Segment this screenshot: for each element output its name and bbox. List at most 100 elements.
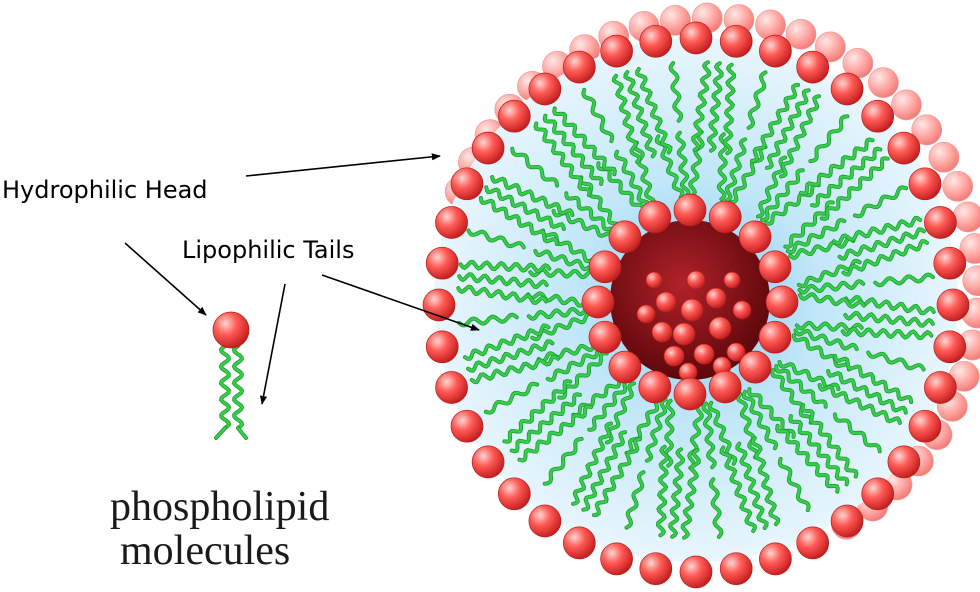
tail-chain (676, 131, 690, 198)
outer-head (528, 72, 562, 106)
tail-chain (799, 138, 874, 195)
back-head (755, 9, 786, 41)
tail-chain (798, 292, 866, 308)
label-hydrophilic-head: Hydrophilic Head (2, 176, 208, 204)
outer-head (425, 330, 459, 364)
outer-head (471, 445, 505, 479)
tail-chain (457, 285, 548, 305)
tail-chain (838, 228, 926, 260)
tail-chain (582, 431, 627, 511)
core-head (723, 271, 741, 289)
tail-chain (775, 364, 827, 408)
tail-chain (625, 396, 662, 455)
tail-chain (614, 150, 650, 210)
tail-chain (458, 273, 548, 289)
tail-chain (842, 240, 929, 276)
tail-chain (511, 147, 559, 187)
tail-chain (691, 61, 711, 152)
tail-chain (543, 114, 603, 186)
tail-chain (232, 344, 244, 430)
outer-head (933, 330, 967, 364)
tail-chain (820, 157, 889, 221)
tail-chain (485, 186, 565, 231)
tail-chain (479, 196, 559, 246)
tail-chain (503, 379, 572, 443)
outer-head (600, 34, 633, 68)
caption-line-2: molecules (120, 528, 290, 574)
tail-chain (810, 147, 882, 207)
tail-chain (457, 313, 518, 327)
tail-chain (765, 89, 810, 169)
tail-chain (645, 398, 667, 462)
tail-chain (541, 229, 600, 266)
tail-chain (730, 145, 767, 204)
back-head (660, 4, 691, 36)
core-head (732, 300, 752, 320)
tail-chain (742, 390, 778, 450)
tail-chain (459, 260, 551, 273)
outer-head (679, 555, 713, 589)
outer-head (497, 99, 531, 133)
inner-head (608, 220, 642, 254)
tail-chain (833, 354, 913, 404)
tail-chain (778, 457, 810, 512)
core-head (651, 321, 673, 343)
outer-head (796, 50, 830, 84)
outer-head (861, 99, 895, 133)
tail-chain (467, 229, 525, 249)
tail-chain (534, 249, 598, 271)
outer-head (679, 21, 713, 55)
tail-chain (736, 392, 759, 459)
outer-head (435, 371, 468, 404)
tail-chain (747, 71, 767, 129)
arrow-to-vesicle-head (245, 153, 441, 177)
inner-head (638, 200, 672, 234)
tail-chain (702, 402, 716, 469)
outer-head (497, 477, 531, 511)
back-head (952, 201, 980, 233)
tail-chain (853, 186, 908, 218)
outer-head (759, 542, 792, 576)
single-phospholipid (212, 311, 250, 440)
outer-head (887, 445, 921, 479)
outer-head (450, 167, 484, 201)
outer-head (796, 526, 830, 560)
tail-chain (669, 448, 685, 538)
outer-head (425, 246, 459, 280)
core-head (645, 271, 663, 289)
outer-head (887, 131, 921, 165)
tail-chain (582, 88, 614, 143)
vesicle (422, 2, 980, 589)
label-lipophilic-tails: Lipophilic Tails (182, 236, 354, 264)
back-head (891, 89, 922, 121)
inner-head (638, 370, 672, 404)
tail-chain (789, 414, 849, 486)
inner-head (708, 370, 742, 404)
tail-chain (751, 436, 780, 526)
tail-chain (571, 422, 613, 505)
core-head (636, 304, 656, 324)
inner-head (588, 320, 622, 354)
back-head (928, 141, 960, 173)
outer-head (562, 526, 596, 560)
tail-chain (484, 382, 539, 414)
arrow-to-molecule-tails (259, 283, 286, 405)
tail-chain (534, 122, 591, 197)
tail-chain (736, 442, 768, 530)
tail-chain (760, 169, 804, 221)
tail-chain (553, 107, 617, 176)
inner-head (708, 200, 742, 234)
annotation-arrows (124, 153, 480, 405)
outer-head (830, 504, 864, 538)
inner-head (608, 350, 642, 384)
tail-chain (809, 115, 849, 163)
vesicle-tail-bundles (456, 60, 936, 540)
tail-chain (214, 426, 227, 440)
tail-chain (720, 446, 756, 533)
core-head (680, 298, 704, 322)
core-head-cluster (636, 270, 752, 382)
arrow-to-vesicle-tails (321, 274, 480, 331)
tail-chain (656, 445, 669, 537)
outer-head (719, 24, 753, 58)
outer-head (639, 552, 673, 586)
